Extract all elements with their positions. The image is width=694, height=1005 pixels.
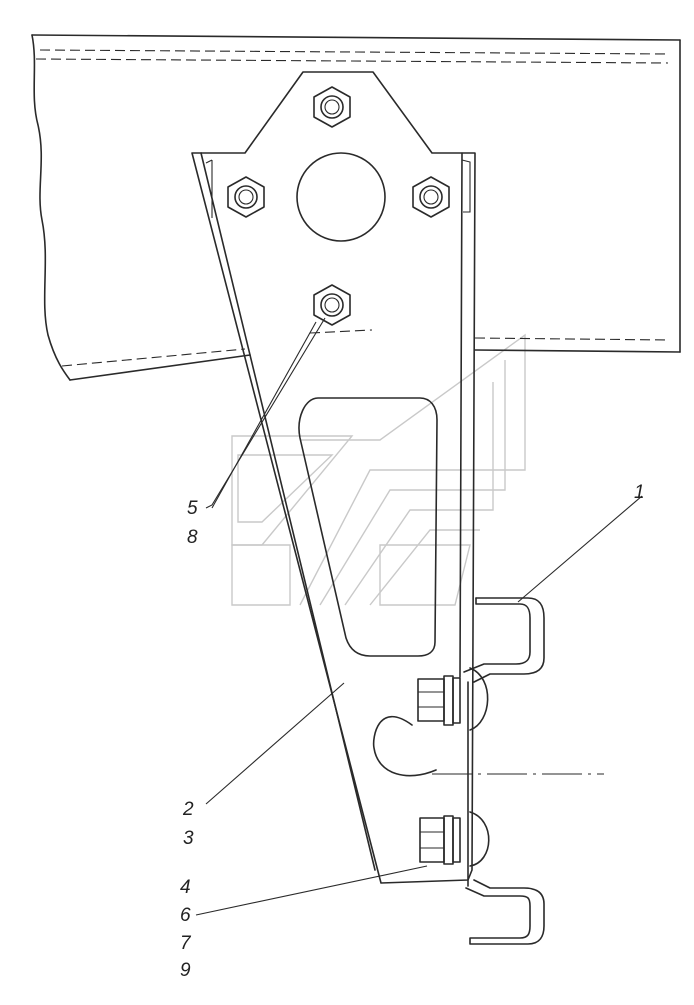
callout-text: 3 [183, 828, 194, 849]
callout-text: 9 [180, 960, 191, 981]
bracket-plate [191, 71, 476, 884]
watermark-logo [231, 333, 526, 606]
callout-text: 2 [182, 799, 194, 820]
callout-text: 1 [634, 482, 645, 503]
callout-text: 8 [187, 527, 198, 548]
bolt-upper [417, 675, 461, 726]
callout-label-5-8: 5 8 [187, 498, 198, 548]
channel-profile [463, 597, 545, 945]
hex-nut [412, 176, 450, 218]
hex-nut [313, 284, 351, 326]
hex-nut [227, 176, 265, 218]
callout-label-2-3: 2 3 [182, 799, 194, 849]
bolt-lower [419, 815, 461, 865]
callout-label-4-6-7-9: 4 6 7 9 [180, 877, 192, 981]
callout-text: 7 [180, 933, 192, 954]
hex-nut [313, 86, 351, 128]
leader-lines [195, 317, 643, 916]
callout-text: 6 [180, 905, 191, 926]
frame-beam [31, 34, 681, 381]
callout-text: 5 [187, 498, 198, 519]
callout-text: 4 [180, 877, 191, 898]
callout-label-1: 1 [634, 482, 645, 503]
